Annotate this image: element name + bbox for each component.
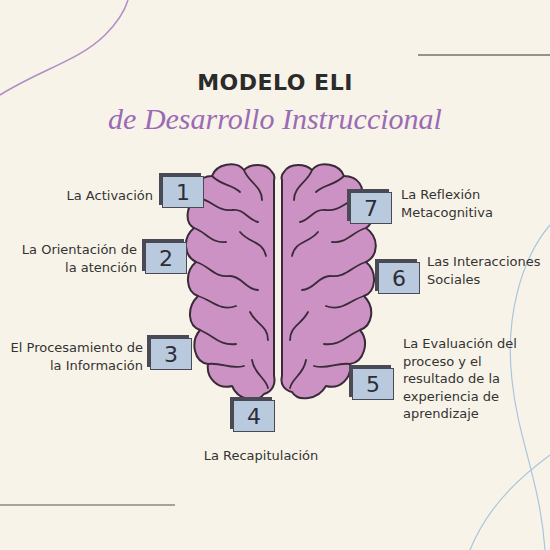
step-number: 2 [146, 243, 186, 273]
step-number: 4 [234, 401, 274, 431]
step-number: 3 [151, 339, 191, 369]
step-box: 6Las Interacciones Sociales [378, 262, 420, 294]
step-box: 1La Activación [162, 176, 204, 208]
deco-line [418, 54, 550, 55]
step-number: 6 [379, 263, 419, 293]
brain-gyri [194, 170, 366, 388]
step-label: La Reflexión Metacognitiva [401, 186, 541, 221]
deco-curve [470, 455, 550, 550]
step-box: 4La Recapitulación [233, 400, 275, 432]
deco-line [0, 504, 175, 505]
step-number: 5 [353, 369, 393, 399]
step-label: La Evaluación del proceso y el resultado… [403, 335, 543, 423]
step-box: 2La Orientación de la atención [145, 242, 187, 274]
deco-curve [510, 225, 550, 550]
step-box: 7La Reflexión Metacognitiva [350, 192, 392, 224]
step-number: 1 [163, 177, 203, 207]
step-label: La Activación [11, 187, 153, 205]
diagram-title: MODELO ELI [0, 70, 550, 95]
step-label: La Orientación de la atención [7, 241, 137, 276]
step-label: El Procesamiento de la Información [5, 339, 143, 374]
step-number: 7 [351, 193, 391, 223]
step-box: 5La Evaluación del proceso y el resultad… [352, 368, 394, 400]
subtitle: de Desarrollo Instruccional [0, 102, 550, 136]
step-label: Las Interacciones Sociales [427, 253, 545, 288]
step-label: La Recapitulación [141, 447, 381, 465]
deco-curve [0, 0, 128, 95]
step-box: 3El Procesamiento de la Información [150, 338, 192, 370]
